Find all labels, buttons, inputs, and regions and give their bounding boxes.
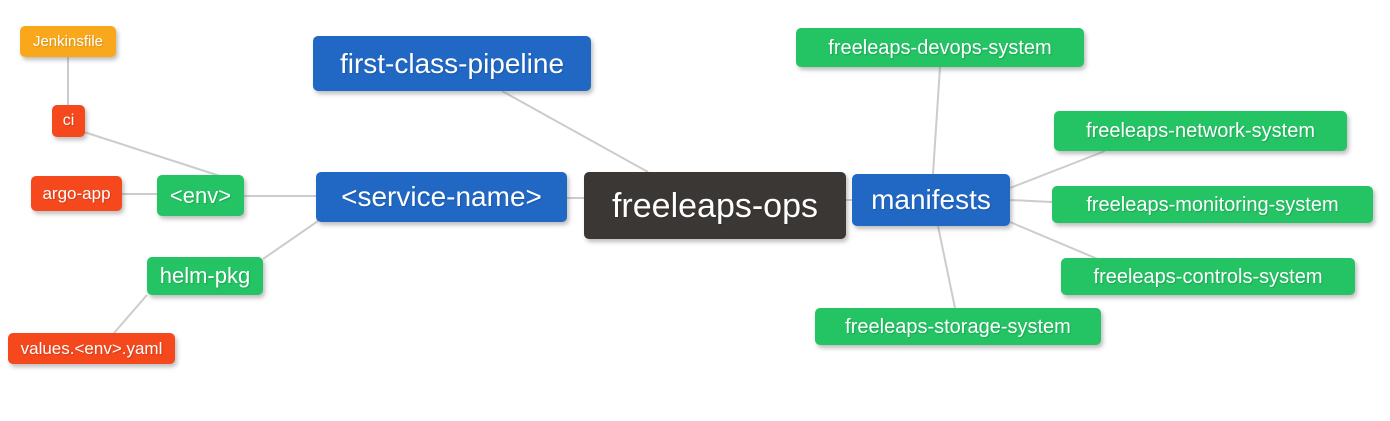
node-label-values-env-yaml: values.<env>.yaml <box>20 339 163 358</box>
node-env[interactable]: <env> <box>157 175 244 216</box>
node-freeleaps-ops[interactable]: freeleaps-ops <box>584 172 846 239</box>
node-freeleaps-controls-system[interactable]: freeleaps-controls-system <box>1061 258 1355 295</box>
node-label-argo-app: argo-app <box>42 184 111 203</box>
node-label-freeleaps-devops-system: freeleaps-devops-system <box>828 36 1052 59</box>
node-label-env: <env> <box>169 182 232 208</box>
node-label-manifests: manifests <box>871 184 991 215</box>
node-argo-app[interactable]: argo-app <box>31 176 122 211</box>
edge-manifests-to-freeleaps-controls-system <box>1009 221 1101 261</box>
edge-values-env-yaml-to-helm-pkg <box>113 294 148 334</box>
node-label-freeleaps-network-system: freeleaps-network-system <box>1086 120 1315 142</box>
edge-manifests-to-freeleaps-storage-system <box>937 225 956 309</box>
node-helm-pkg[interactable]: helm-pkg <box>147 257 263 295</box>
edge-helm-pkg-to-service-name <box>262 220 319 260</box>
node-label-freeleaps-storage-system: freeleaps-storage-system <box>845 315 1071 338</box>
node-label-freeleaps-ops: freeleaps-ops <box>611 186 818 225</box>
node-label-first-class-pipeline: first-class-pipeline <box>339 47 565 79</box>
node-label-service-name: <service-name> <box>341 181 542 212</box>
node-freeleaps-monitoring-system[interactable]: freeleaps-monitoring-system <box>1052 186 1373 223</box>
node-service-name[interactable]: <service-name> <box>316 172 567 222</box>
node-ci[interactable]: ci <box>52 105 85 137</box>
node-label-freeleaps-monitoring-system: freeleaps-monitoring-system <box>1086 193 1339 216</box>
node-label-freeleaps-controls-system: freeleaps-controls-system <box>1093 265 1323 288</box>
edge-ci-to-env <box>83 131 221 177</box>
node-label-jenkinsfile: Jenkinsfile <box>32 33 104 50</box>
edge-manifests-to-freeleaps-monitoring-system <box>1009 199 1053 203</box>
node-label-helm-pkg: helm-pkg <box>159 263 251 288</box>
edge-manifests-to-freeleaps-network-system <box>1009 150 1106 189</box>
node-freeleaps-network-system[interactable]: freeleaps-network-system <box>1054 111 1347 151</box>
node-manifests[interactable]: manifests <box>852 174 1010 226</box>
edge-first-class-pipeline-to-freeleaps-ops <box>501 90 649 173</box>
node-label-ci: ci <box>62 112 75 129</box>
node-freeleaps-storage-system[interactable]: freeleaps-storage-system <box>815 308 1101 345</box>
node-freeleaps-devops-system[interactable]: freeleaps-devops-system <box>796 28 1084 67</box>
node-jenkinsfile[interactable]: Jenkinsfile <box>20 26 116 57</box>
edge-manifests-to-freeleaps-devops-system <box>932 66 941 175</box>
node-first-class-pipeline[interactable]: first-class-pipeline <box>313 36 591 91</box>
node-values-env-yaml[interactable]: values.<env>.yaml <box>8 333 175 364</box>
